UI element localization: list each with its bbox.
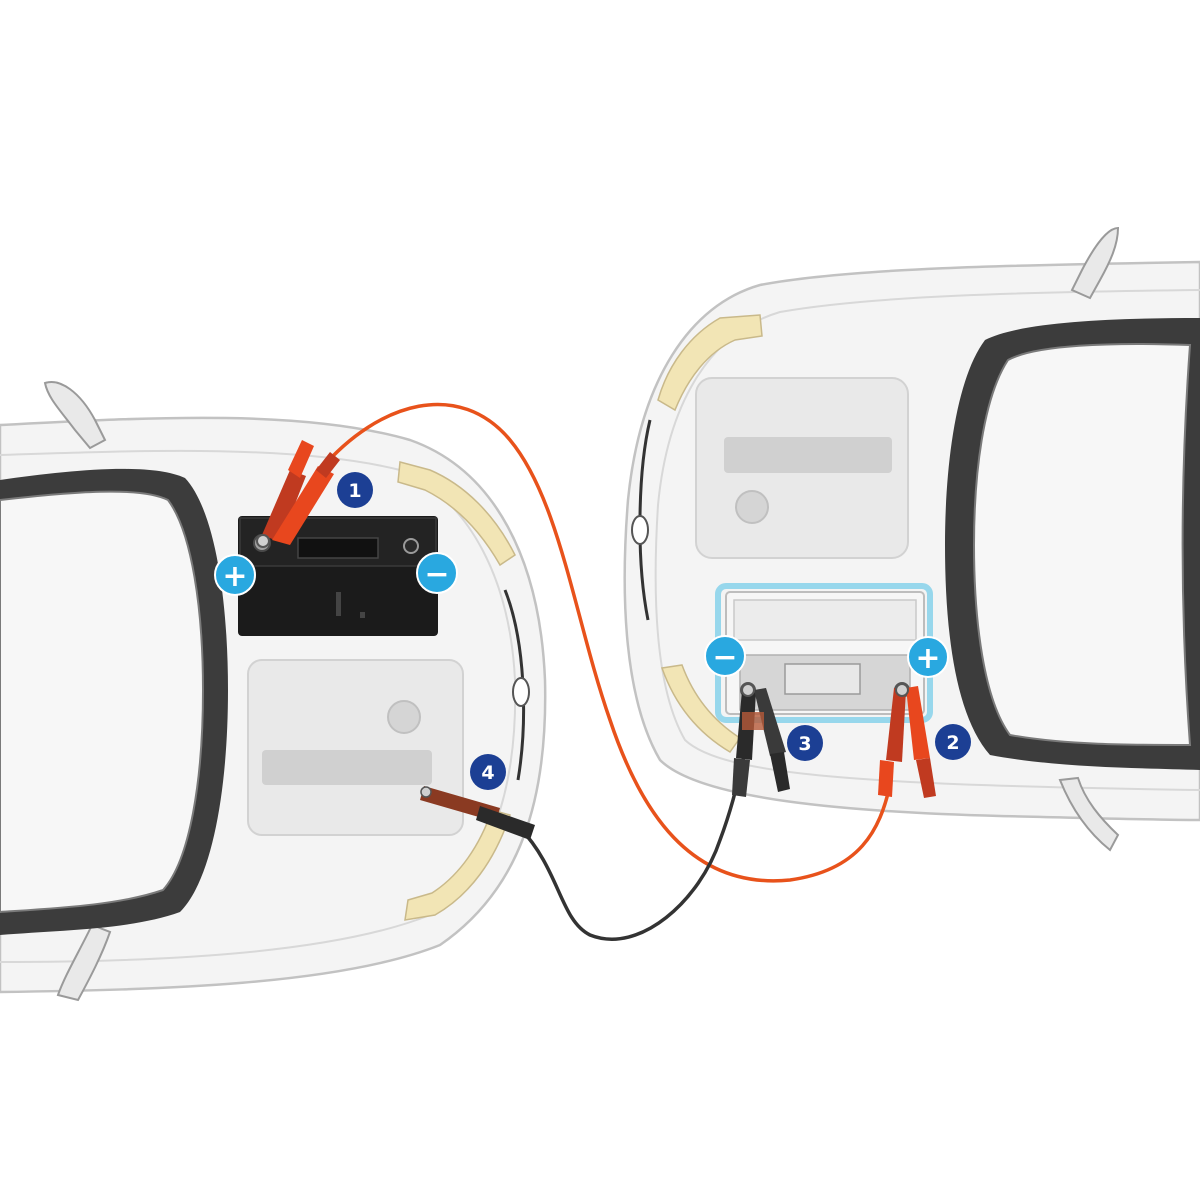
plus-icon: +	[214, 554, 256, 596]
step-marker-2: 2	[935, 724, 971, 760]
minus-icon: −	[704, 635, 746, 677]
clamp-2-positive-donor-battery[interactable]	[878, 683, 936, 798]
clamp-3-negative-donor-battery[interactable]	[732, 683, 790, 797]
clamp-1-positive-dead-battery[interactable]	[256, 440, 340, 548]
step-marker-1: 1	[337, 472, 373, 508]
left-reservoir-cap	[387, 700, 421, 734]
right-headlight-top	[657, 314, 763, 412]
left-fuse-box	[247, 659, 464, 836]
right-car-hood-line	[654, 289, 1200, 791]
step-marker-3-label: 3	[798, 733, 811, 755]
right-car-emblem	[631, 515, 649, 545]
left-mirror-top	[43, 381, 107, 450]
dead-battery-minus-label: −	[424, 557, 449, 592]
minus-icon: −	[416, 552, 458, 594]
right-fuse-box-label	[724, 437, 892, 473]
negative-cable	[518, 751, 747, 941]
dead-battery-plus-label: +	[222, 559, 247, 594]
left-fuse-box-label	[262, 750, 432, 785]
dead-battery-negative-post	[403, 538, 419, 554]
step-marker-4-label: 4	[481, 762, 494, 784]
positive-cable	[318, 402, 892, 883]
step-marker-3: 3	[787, 725, 823, 761]
step-marker-2-label: 2	[946, 732, 959, 754]
right-reservoir-cap	[735, 490, 769, 524]
plus-icon: +	[907, 636, 949, 678]
clamp-4-ground-point[interactable]	[420, 786, 535, 840]
step-marker-4: 4	[470, 754, 506, 790]
donor-battery-minus-label: −	[712, 640, 737, 675]
step-marker-1-label: 1	[348, 480, 361, 502]
left-headlight-bottom	[404, 809, 511, 921]
dead-battery	[238, 516, 438, 636]
right-windshield-glass	[972, 342, 1192, 747]
donor-battery-plus-label: +	[915, 641, 940, 676]
right-mirror-bottom	[1058, 776, 1120, 852]
right-headlight-bottom	[660, 664, 742, 753]
left-car-hood-line	[0, 449, 517, 963]
left-car	[0, 381, 547, 1002]
right-car	[623, 226, 1200, 852]
left-mirror-bottom	[56, 923, 112, 1002]
right-mirror-top	[1070, 226, 1120, 300]
left-headlight-top	[397, 461, 516, 567]
left-windshield-glass	[0, 490, 205, 914]
left-car-emblem	[512, 677, 530, 707]
